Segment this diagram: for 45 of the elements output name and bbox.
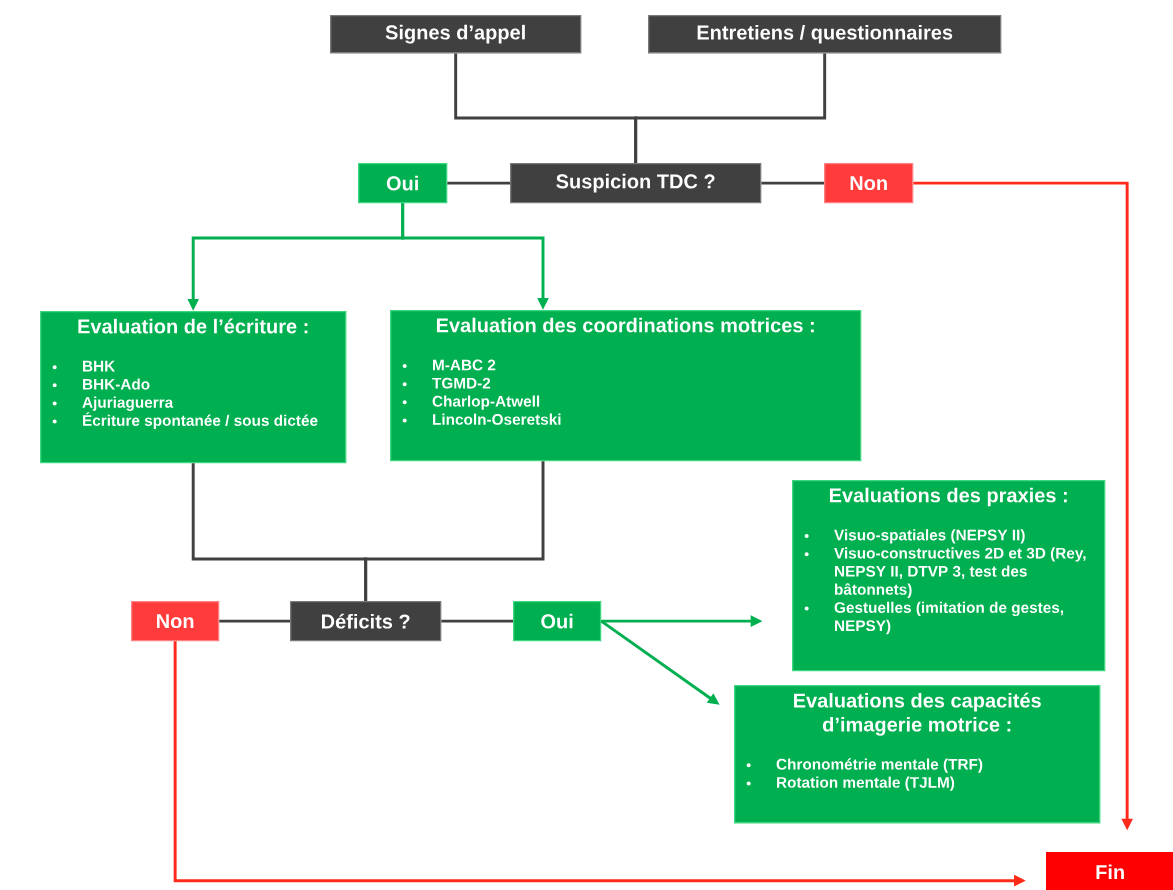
list-item: Ajuriaguerra [82, 396, 174, 411]
result-box [40, 311, 347, 464]
process-box [510, 163, 762, 204]
connector-line [364, 461, 545, 601]
box-label: Non [157, 614, 194, 629]
connector-line [634, 53, 827, 163]
list-item: Chronométrie mentale (TRF) [776, 758, 983, 773]
list-item: BHK [83, 360, 116, 372]
connector-line [219, 619, 290, 623]
list-item: Rotation mentale (TJLM) [777, 776, 955, 791]
result-box [513, 601, 602, 642]
process-box [648, 15, 1002, 54]
connector-line [447, 181, 510, 185]
box-label: Déficits ? [322, 613, 410, 629]
connector-line [441, 619, 513, 623]
process-box [330, 15, 582, 54]
end-box [1046, 852, 1173, 890]
box-heading: Evaluations des praxies : [829, 487, 1067, 507]
result-box [358, 163, 448, 204]
box-heading: Evaluation des coordinations motrices : [436, 317, 814, 333]
list-item: Visuo-constructives 2D et 3D (Rey, NEPSY II, DTVP 3, test des bâtonnets) [834, 547, 1086, 598]
list-item: Lincoln-Oseretski [433, 413, 561, 425]
box-label: Oui [541, 613, 573, 629]
list-item: Visuo-spatiales (NEPSY II) [834, 529, 1025, 544]
process-box [290, 601, 442, 642]
box-label: Fin [1096, 864, 1124, 879]
list-item: Gestuelles (imitation de gestes, NEPSY) [834, 601, 1064, 635]
result-box [734, 685, 1101, 824]
result-box [824, 163, 914, 204]
box-label: Signes d’appel [385, 24, 525, 44]
box-heading: Evaluations des capacités d’imagerie motrice : [794, 692, 1041, 736]
result-box [390, 310, 862, 462]
list-item: BHK-Ado [83, 378, 150, 390]
list-item: Charlop-Atwell [432, 395, 540, 410]
connector-line [761, 181, 824, 185]
list-item: M-ABC 2 [433, 359, 496, 371]
result-box [131, 601, 220, 642]
box-label: Non [850, 176, 887, 191]
box-label: Oui [386, 175, 418, 191]
result-box [792, 480, 1106, 672]
box-label: Suspicion TDC ? [556, 173, 715, 193]
box-label: Entretiens / questionnaires [697, 24, 953, 44]
list-item: Écriture spontanée / sous dictée [83, 412, 318, 429]
box-heading: Evaluation de l’écriture : [78, 318, 308, 334]
list-item: TGMD-2 [432, 377, 491, 389]
